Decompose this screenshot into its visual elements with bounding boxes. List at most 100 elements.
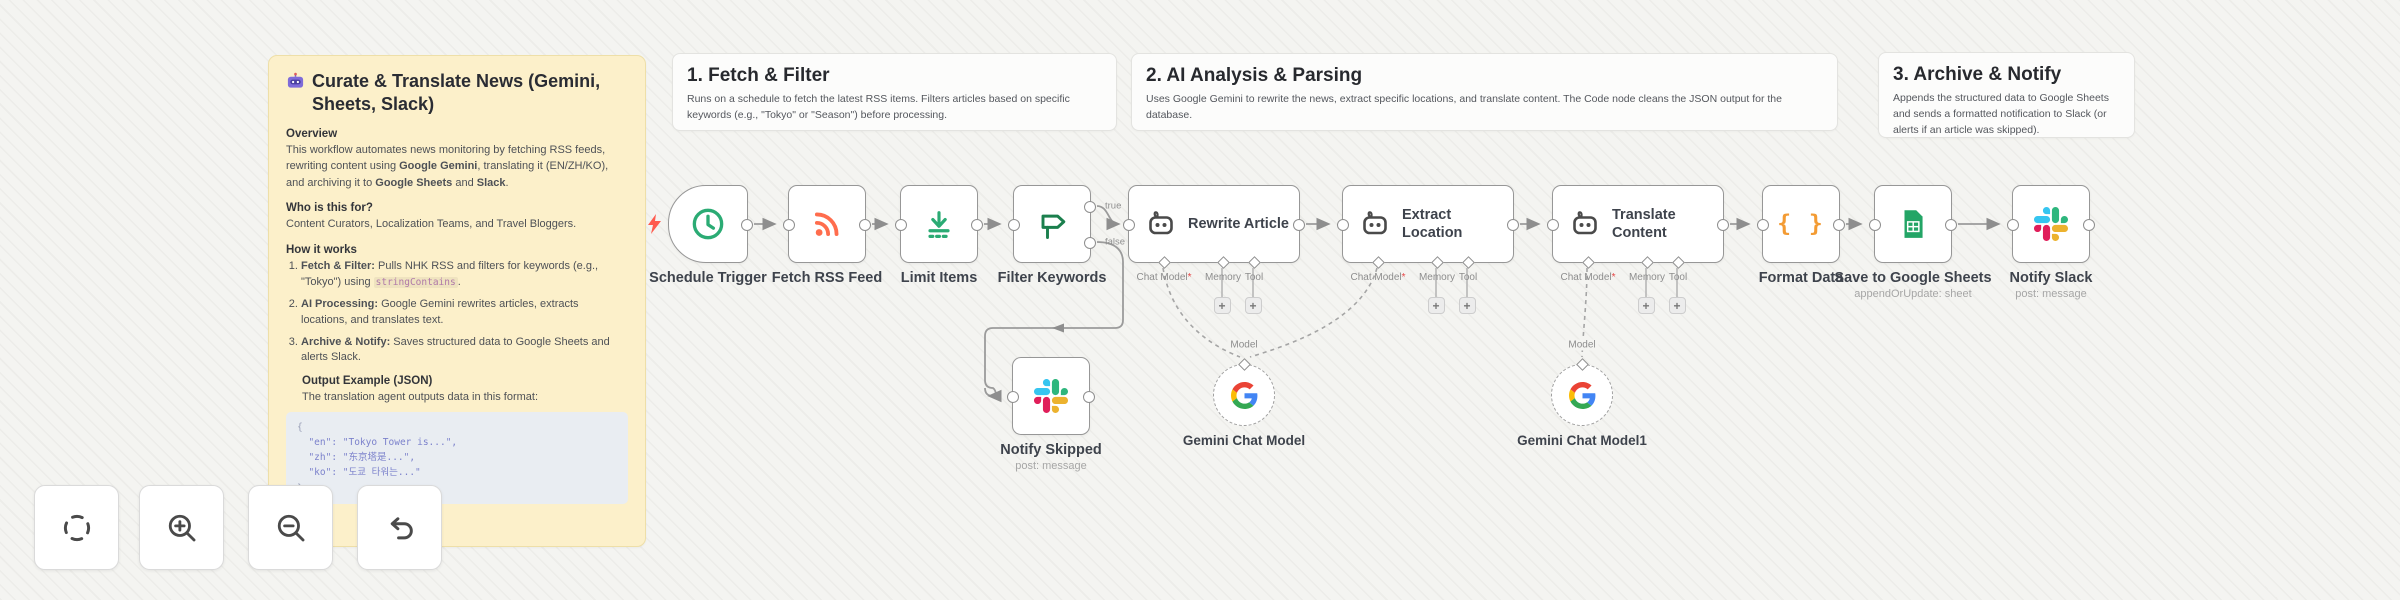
output-port[interactable] — [1833, 219, 1845, 231]
model-port-label: Model — [1565, 339, 1599, 351]
output-port[interactable] — [1293, 219, 1305, 231]
zoom-out-button[interactable] — [248, 485, 333, 570]
sticky-note-section-1[interactable]: 1. Fetch & Filter Runs on a schedule to … — [672, 53, 1117, 131]
section-1-desc: Runs on a schedule to fetch the latest R… — [687, 93, 1070, 121]
input-port[interactable] — [1337, 219, 1349, 231]
node-format-data[interactable]: { } Format Data — [1757, 185, 1845, 286]
node-notify-slack[interactable]: Notify Slack post: message — [2007, 185, 2095, 300]
chat-model-port[interactable] — [1158, 256, 1171, 269]
memory-port[interactable] — [1641, 256, 1654, 269]
model-port[interactable] — [1238, 358, 1251, 371]
node-save-to-google-sheets[interactable]: Save to Google Sheets appendOrUpdate: sh… — [1834, 185, 1992, 300]
output-sub: The translation agent outputs data in th… — [302, 391, 539, 404]
node-subtitle: post: message — [1015, 460, 1087, 472]
input-port[interactable] — [895, 219, 907, 231]
code-icon: { } — [1777, 211, 1825, 237]
output-heading: Output Example (JSON) — [302, 375, 433, 388]
input-port[interactable] — [1123, 219, 1135, 231]
how-item: Fetch & Filter: Pulls NHK RSS and filter… — [301, 259, 628, 291]
sticky-note-section-2[interactable]: 2. AI Analysis & Parsing Uses Google Gem… — [1131, 53, 1838, 131]
add-memory-button[interactable]: + — [1427, 297, 1445, 314]
tool-port-label: Tool — [1668, 272, 1688, 283]
clock-icon — [692, 208, 724, 240]
undo-icon — [390, 516, 413, 539]
add-memory-button[interactable]: + — [1637, 297, 1655, 314]
tool-port[interactable] — [1248, 256, 1261, 269]
chat-model-port-label: Chat Model* — [1136, 272, 1192, 283]
output-port[interactable] — [1507, 219, 1519, 231]
who-heading: Who is this for? — [286, 202, 373, 215]
node-label: Notify Skipped — [1000, 442, 1102, 458]
memory-port[interactable] — [1431, 256, 1444, 269]
fit-view-icon — [63, 514, 90, 541]
google-icon — [1230, 381, 1257, 409]
output-port[interactable] — [971, 219, 983, 231]
bolt-icon — [648, 214, 661, 234]
node-gemini-chat-model1[interactable] — [1551, 358, 1613, 426]
input-port[interactable] — [1757, 219, 1769, 231]
node-schedule-trigger[interactable]: Schedule Trigger — [649, 185, 767, 286]
robot-agent-icon — [1363, 211, 1387, 235]
google-icon — [1568, 381, 1595, 409]
zoom-in-button[interactable] — [139, 485, 224, 570]
zoom-in-icon — [168, 514, 195, 541]
node-translate-content[interactable]: Translate Content Chat Model* Memory Too… — [1547, 185, 1729, 283]
robot-agent-icon — [1149, 211, 1173, 235]
node-rewrite-article[interactable]: Rewrite Article Chat Model* Memory Tool — [1123, 185, 1305, 283]
input-port[interactable] — [1547, 219, 1559, 231]
input-port[interactable] — [1869, 219, 1881, 231]
node-gemini-chat-model[interactable] — [1213, 358, 1275, 426]
node-label: Gemini Chat Model1 — [1517, 433, 1647, 448]
output-port[interactable] — [859, 219, 871, 231]
add-tool-button[interactable]: + — [1244, 297, 1262, 314]
output-port-true[interactable] — [1084, 201, 1096, 213]
undo-button[interactable] — [357, 485, 442, 570]
sticky-title-text: Curate & Translate News (Gemini, Sheets,… — [312, 71, 601, 115]
input-port[interactable] — [1008, 219, 1020, 231]
overview-text: This workflow automates news monitoring … — [286, 143, 609, 189]
add-memory-button[interactable]: + — [1213, 297, 1231, 314]
node-label: Limit Items — [900, 270, 978, 286]
output-port[interactable] — [741, 219, 753, 231]
memory-port-label: Memory — [1204, 272, 1242, 283]
output-port[interactable] — [1083, 391, 1095, 403]
zoom-out-icon — [277, 514, 304, 541]
node-label: Format Data — [1758, 270, 1844, 286]
tool-port[interactable] — [1462, 256, 1475, 269]
memory-port[interactable] — [1217, 256, 1230, 269]
google-sheets-icon — [1904, 210, 1923, 238]
input-port[interactable] — [2007, 219, 2019, 231]
if-signpost-icon — [1041, 214, 1066, 239]
add-tool-button[interactable]: + — [1458, 297, 1476, 314]
output-port[interactable] — [1717, 219, 1729, 231]
who-text: Content Curators, Localization Teams, an… — [286, 218, 577, 231]
node-extract-location[interactable]: Extract Location Chat Model* Memory Tool — [1337, 185, 1519, 283]
output-port-false[interactable] — [1084, 237, 1096, 249]
output-port[interactable] — [2083, 219, 2095, 231]
input-port[interactable] — [783, 219, 795, 231]
node-label: Rewrite Article — [1188, 215, 1289, 232]
sticky-note-section-3[interactable]: 3. Archive & Notify Appends the structur… — [1878, 52, 2135, 138]
node-limit-items[interactable]: Limit Items — [895, 185, 983, 286]
how-list: Fetch & Filter: Pulls NHK RSS and filter… — [301, 259, 628, 367]
chat-model-port[interactable] — [1372, 256, 1385, 269]
tool-port[interactable] — [1672, 256, 1685, 269]
model-port[interactable] — [1576, 358, 1589, 371]
chat-model-port[interactable] — [1582, 256, 1595, 269]
fit-view-button[interactable] — [34, 485, 119, 570]
node-fetch-rss-feed[interactable]: Fetch RSS Feed — [772, 185, 882, 286]
sticky-note-main[interactable]: Curate & Translate News (Gemini, Sheets,… — [268, 55, 646, 547]
node-label: Gemini Chat Model — [1182, 433, 1306, 448]
output-port[interactable] — [1945, 219, 1957, 231]
node-notify-skipped[interactable]: Notify Skipped post: message — [1000, 357, 1102, 472]
add-tool-button[interactable]: + — [1668, 297, 1686, 314]
overview-heading: Overview — [286, 127, 338, 140]
json-code-block: { "en": "Tokyo Tower is...", "zh": "东京塔是… — [286, 411, 628, 504]
branch-label-false: false — [1105, 236, 1126, 248]
node-label: Filter Keywords — [997, 270, 1107, 286]
sticky-title: Curate & Translate News (Gemini, Sheets,… — [286, 70, 628, 117]
input-port[interactable] — [1007, 391, 1019, 403]
limit-icon — [928, 211, 950, 238]
node-filter-keywords[interactable]: Filter Keywords — [998, 185, 1106, 286]
